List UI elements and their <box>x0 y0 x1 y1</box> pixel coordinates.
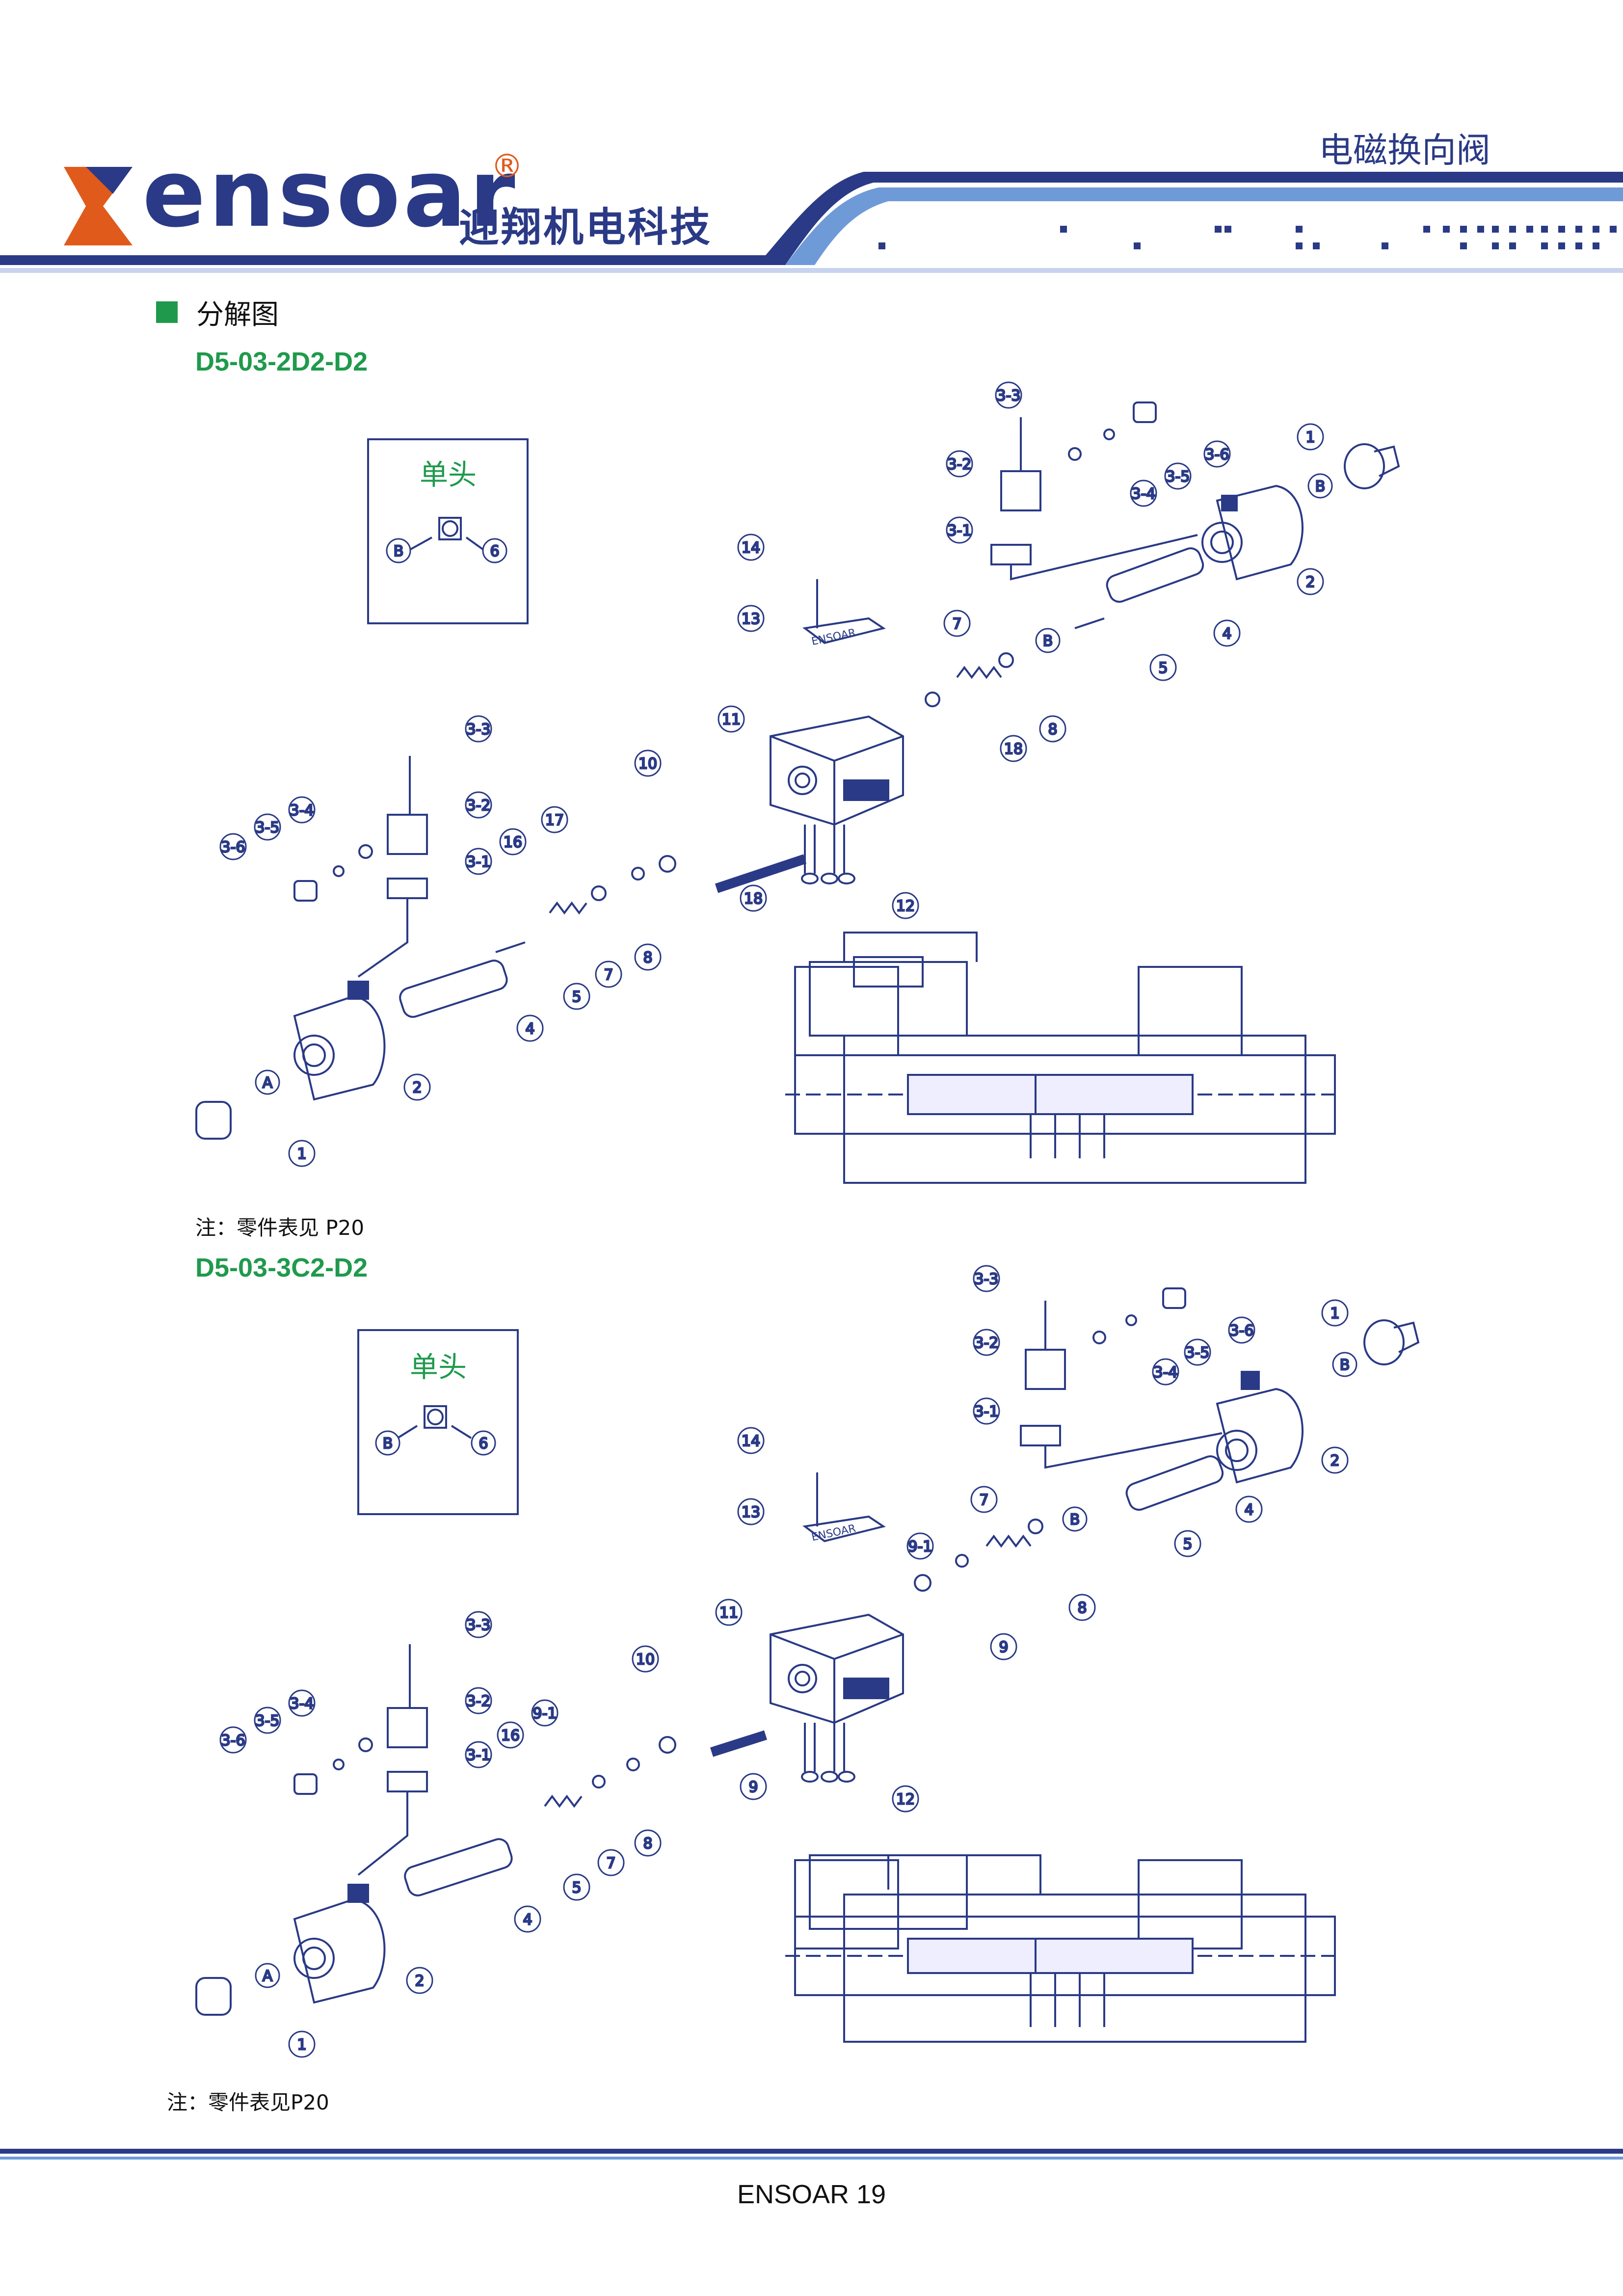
label-d1-3-1: 3-1 <box>948 522 972 539</box>
brand-logo-text: ensoar <box>142 139 518 248</box>
diagram-1-model: D5-03-2D2-D2 <box>195 347 368 376</box>
label-d2-2r: 2 <box>1330 1452 1339 1469</box>
label-d2-inset-b: B <box>383 1435 393 1452</box>
label-d2-5l: 5 <box>572 1879 581 1896</box>
label-d1-8l: 8 <box>643 949 652 966</box>
label-d2-12: 12 <box>896 1791 915 1808</box>
label-d2-4l: 4 <box>523 1911 532 1928</box>
footer-page-number: ENSOAR 19 <box>737 2180 886 2209</box>
label-d1-13: 13 <box>742 611 760 628</box>
label-d1-8r: 8 <box>1048 721 1057 738</box>
label-d2-4r: 4 <box>1244 1501 1253 1519</box>
label-d2-5r: 5 <box>1183 1536 1192 1553</box>
label-d1-3-3: 3-3 <box>997 387 1021 404</box>
label-d2-11: 11 <box>719 1604 738 1622</box>
label-d2-2l: 2 <box>415 1973 424 1990</box>
label-d2-3-5: 3-5 <box>1186 1344 1210 1362</box>
label-d2-3-6l: 3-6 <box>221 1732 245 1749</box>
header-graphic <box>0 167 1623 273</box>
label-d2-9-1l: 9-1 <box>533 1705 557 1722</box>
label-d1-18l: 18 <box>744 890 763 908</box>
brand-chinese-name: 迎翔机电科技 <box>459 204 713 251</box>
label-d2-3-6: 3-6 <box>1230 1322 1254 1339</box>
label-d1-1r: 1 <box>1305 429 1315 446</box>
label-d2-a: A <box>263 1968 273 1985</box>
label-d2-3-4l: 3-4 <box>290 1695 314 1712</box>
label-d1-4r: 4 <box>1222 625 1231 642</box>
label-d2-13: 13 <box>742 1504 760 1521</box>
label-d1-3-6: 3-6 <box>1205 446 1229 463</box>
label-d2-7r: 7 <box>979 1492 988 1509</box>
label-d1-14: 14 <box>742 539 760 557</box>
label-d2-b: B <box>1070 1511 1080 1528</box>
label-d1-10: 10 <box>639 755 657 773</box>
diagram-1-note: 注：零件表见 P20 <box>195 1216 365 1240</box>
label-d1-3-2l: 3-2 <box>467 797 491 814</box>
exploded-diagram-1: 3-3 3-2 3-1 3-4 3-5 3-6 1 B 2 4 5 B 7 8 … <box>195 381 1400 1184</box>
section-title: 分解图 <box>196 299 279 331</box>
section-bullet-icon <box>156 301 178 323</box>
label-d1-3-2: 3-2 <box>948 456 972 473</box>
label-d2-7l: 7 <box>606 1855 615 1872</box>
inset-title-2: 单头 <box>410 1350 467 1384</box>
label-d1-5r: 5 <box>1158 660 1168 677</box>
label-d1-5l: 5 <box>572 988 581 1006</box>
label-d1-4l: 4 <box>525 1020 534 1038</box>
label-d1-16: 16 <box>504 834 522 851</box>
label-d2-9r: 9 <box>999 1639 1008 1656</box>
label-d2-br: B <box>1340 1357 1350 1374</box>
label-d1-inset-b: B <box>394 543 404 560</box>
label-d2-3-2l: 3-2 <box>467 1693 491 1710</box>
label-d1-3-4l: 3-4 <box>290 802 314 819</box>
label-d1-3-1l: 3-1 <box>467 854 491 871</box>
label-d2-3-4: 3-4 <box>1154 1364 1178 1381</box>
label-d1-11: 11 <box>722 711 741 728</box>
label-d1-1l: 1 <box>297 1146 306 1163</box>
header-title: 电磁换向阀 <box>1319 130 1490 170</box>
label-d1-br: B <box>1315 478 1326 495</box>
label-d2-3-5l: 3-5 <box>256 1712 280 1730</box>
diagram-2-note: 注：零件表见P20 <box>167 2090 329 2114</box>
label-d2-14: 14 <box>742 1433 760 1450</box>
label-d2-inset-6: 6 <box>479 1435 488 1452</box>
label-d1-3-3l: 3-3 <box>467 721 491 738</box>
label-d1-3-4: 3-4 <box>1132 485 1156 503</box>
registered-mark: ® <box>491 147 523 185</box>
label-d2-3-2: 3-2 <box>975 1335 999 1352</box>
label-d2-16: 16 <box>501 1727 520 1744</box>
label-d1-7l: 7 <box>604 966 613 984</box>
label-d1-3-5: 3-5 <box>1166 468 1190 485</box>
label-d2-8l: 8 <box>643 1835 652 1852</box>
label-d1-a: A <box>263 1074 273 1092</box>
label-d1-12: 12 <box>896 898 915 915</box>
inset-title-1: 单头 <box>420 458 477 491</box>
label-d1-17: 17 <box>545 812 564 829</box>
exploded-diagram-2: 3-3 3-2 3-1 3-4 3-5 3-6 1 B 2 4 5 B 7 9-… <box>195 1265 1420 2058</box>
label-d1-3-6l: 3-6 <box>221 839 245 856</box>
label-d1-2r: 2 <box>1305 574 1315 591</box>
label-d2-9l: 9 <box>748 1779 758 1796</box>
label-d1-18r: 18 <box>1004 741 1023 758</box>
label-d1-b: B <box>1043 633 1053 650</box>
label-d2-3-3: 3-3 <box>975 1271 999 1288</box>
label-d2-3-1: 3-1 <box>975 1403 999 1420</box>
label-d2-3-1l: 3-1 <box>467 1747 491 1764</box>
plate-text-1: ENSOAR <box>810 627 857 648</box>
label-d1-inset-6: 6 <box>490 543 499 560</box>
footer-rule <box>0 2149 1623 2160</box>
diagram-2-model: D5-03-3C2-D2 <box>195 1253 368 1282</box>
label-d2-9-1r: 9-1 <box>908 1538 932 1555</box>
label-d2-1l: 1 <box>297 2036 306 2054</box>
label-d2-8r: 8 <box>1077 1600 1087 1617</box>
label-d2-1r: 1 <box>1330 1305 1339 1322</box>
logo-mark-icon <box>64 167 133 245</box>
label-d2-10: 10 <box>636 1651 655 1668</box>
label-d1-7r: 7 <box>952 615 961 633</box>
label-d1-3-5l: 3-5 <box>256 819 280 836</box>
label-d2-3-3l: 3-3 <box>467 1617 491 1634</box>
label-d1-2l: 2 <box>412 1079 422 1096</box>
